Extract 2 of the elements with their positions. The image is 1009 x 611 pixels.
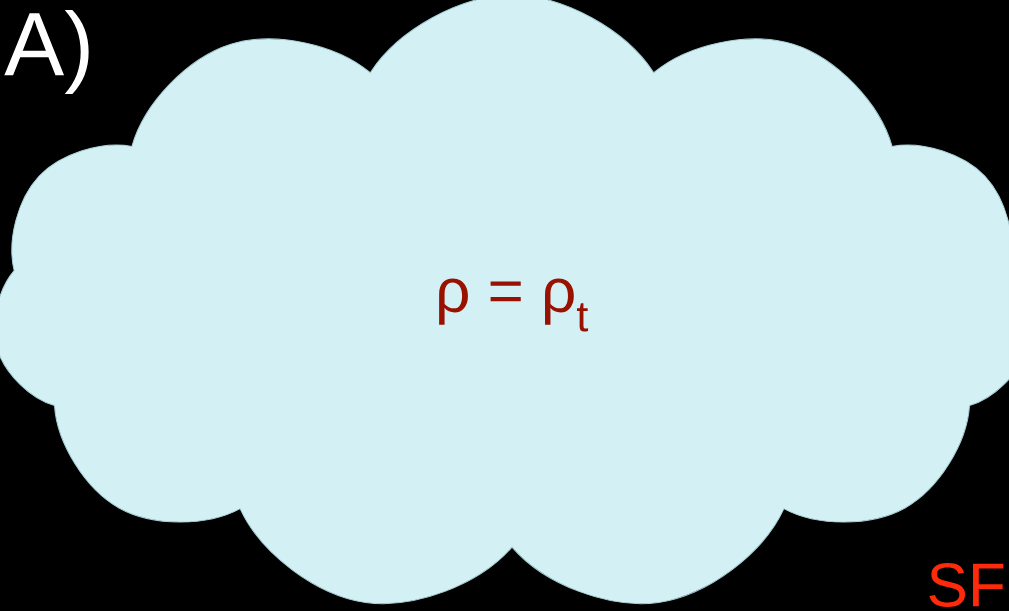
label: SF: [929, 563, 1004, 607]
label: A): [4, 10, 89, 94]
